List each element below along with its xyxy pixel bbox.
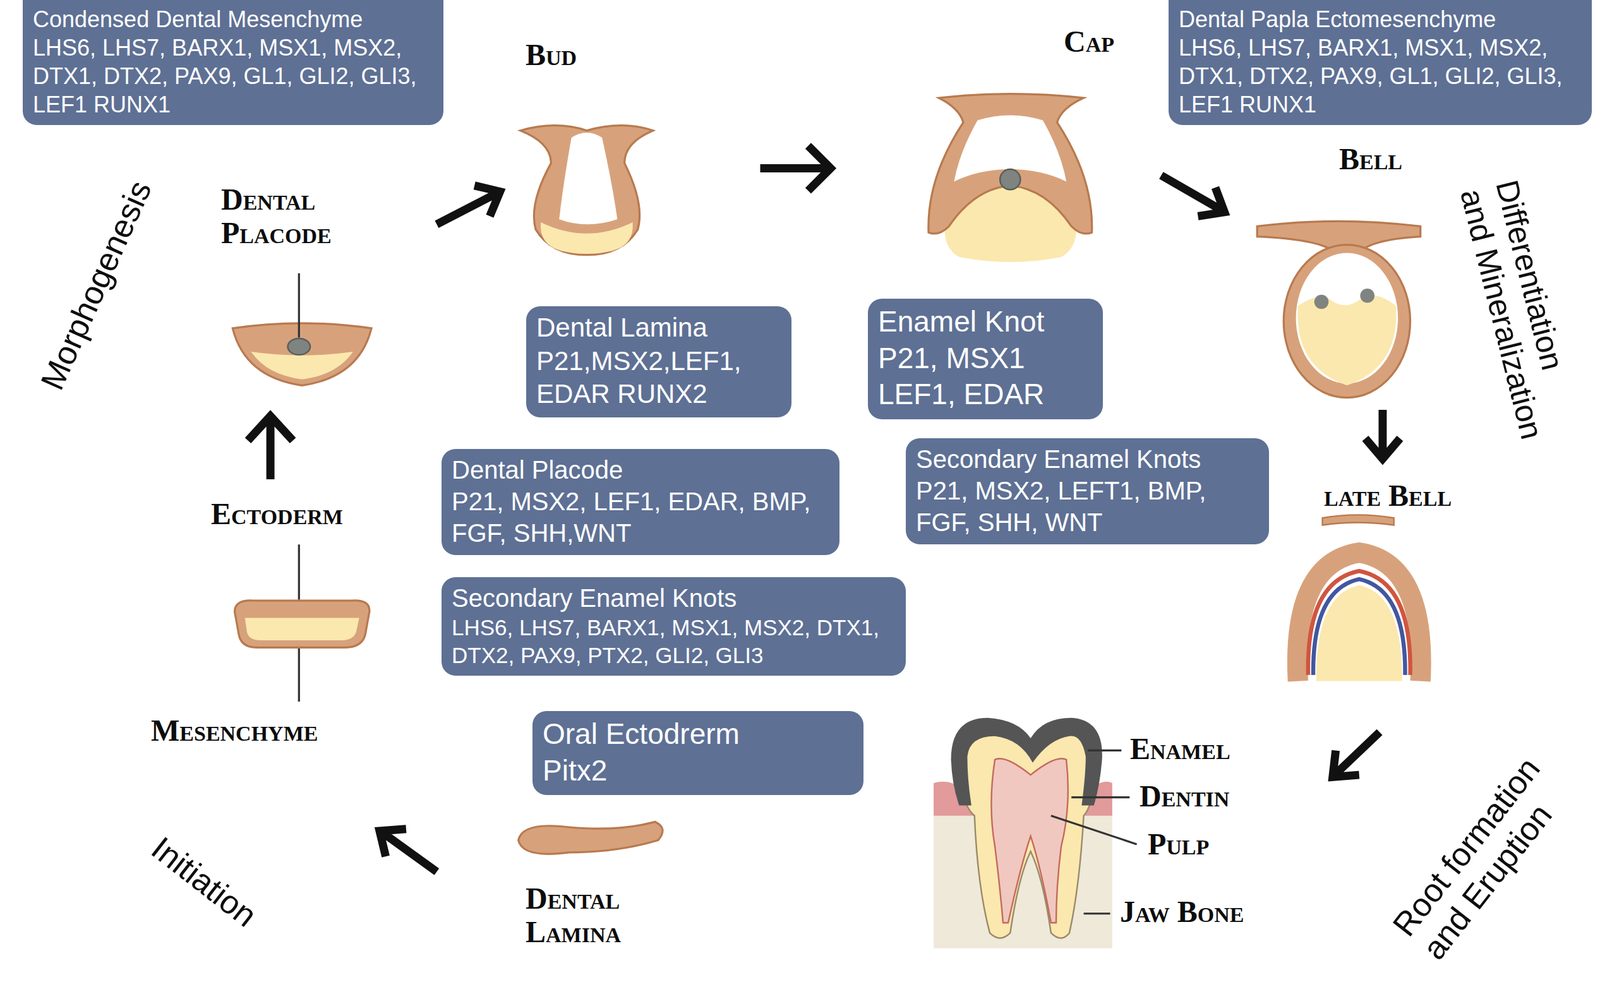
phase-label: Morphogenesis bbox=[33, 174, 160, 396]
box-heading: Oral Ectodrerm bbox=[542, 716, 854, 753]
gene-list: P21, MSX1 LEF1, EDAR bbox=[878, 340, 1093, 414]
tissue-label: Mesenchyme bbox=[150, 714, 318, 748]
secondary-knot-dot bbox=[1359, 288, 1375, 304]
gene-box: Oral EctodrermPitx2 bbox=[532, 711, 864, 796]
box-heading: Dental Papla Ectomesenchyme bbox=[1178, 5, 1582, 34]
part-label: Dentin bbox=[1139, 780, 1230, 814]
box-heading: Dental Placode bbox=[451, 454, 830, 486]
late-bell-illustration bbox=[1297, 552, 1421, 681]
bud-lumen bbox=[559, 132, 618, 225]
bud-illustration bbox=[520, 125, 654, 256]
box-heading: Secondary Enamel Knots bbox=[451, 582, 896, 614]
gene-box: Enamel KnotP21, MSX1 LEF1, EDAR bbox=[867, 298, 1103, 420]
stage-label: late Bell bbox=[1323, 479, 1452, 513]
mesenchyme-illustration bbox=[245, 617, 360, 641]
pulp-illustration bbox=[991, 758, 1068, 923]
part-label: Pulp bbox=[1147, 828, 1210, 862]
signal-center bbox=[288, 338, 311, 355]
gene-list: LHS6, LHS7, BARX1, MSX1, MSX2, DTX1, DTX… bbox=[451, 613, 896, 670]
bell-papilla bbox=[1297, 295, 1396, 386]
gene-box: Condensed Dental MesenchymeLHS6, LHS7, B… bbox=[22, 0, 444, 126]
part-label: Enamel bbox=[1130, 732, 1231, 767]
part-label: Jaw Bone bbox=[1119, 895, 1244, 930]
gene-list: LHS6, LHS7, BARX1, MSX1, MSX2, DTX1, DTX… bbox=[32, 33, 434, 119]
phase-label: Root formation and Eruption bbox=[1385, 751, 1578, 968]
stage-arrows bbox=[248, 145, 1401, 873]
box-heading: Dental Lamina bbox=[536, 311, 782, 345]
stage-label: Bud bbox=[525, 38, 577, 73]
stage-label: Dental Placode bbox=[221, 183, 332, 251]
stage-arrow bbox=[379, 829, 437, 873]
leader-line bbox=[298, 544, 301, 702]
stage-label: Dental Lamina bbox=[525, 882, 621, 950]
enamel-knot-dot bbox=[999, 169, 1021, 190]
dentin-illustration bbox=[953, 721, 1098, 939]
gene-box: Dental LaminaP21,MSX2,LEF1, EDAR RUNX2 bbox=[526, 306, 792, 418]
gene-list: LHS6, LHS7, BARX1, MSX1, MSX2, DTX1, DTX… bbox=[1178, 33, 1582, 119]
gene-list: P21, MSX2, LEFT1, BMP, FGF, SHH, WNT bbox=[915, 475, 1259, 539]
gene-list: P21, MSX2, LEF1, EDAR, BMP, FGF, SHH,WNT bbox=[451, 485, 830, 549]
bell-illustration bbox=[1283, 245, 1410, 398]
stage-arrow bbox=[248, 416, 294, 480]
stage-label: Bell bbox=[1339, 142, 1403, 177]
placode-illustration bbox=[232, 323, 372, 386]
leader-line bbox=[298, 273, 301, 338]
gene-box: Secondary Enamel KnotsLHS6, LHS7, BARX1,… bbox=[441, 577, 906, 676]
placode-mesenchyme bbox=[250, 351, 354, 380]
leader-line bbox=[1051, 750, 1137, 914]
stage-arrow bbox=[1332, 732, 1380, 777]
phase-label: Initiation bbox=[144, 830, 264, 935]
label-line: Lamina bbox=[525, 915, 621, 950]
label-line: Dental bbox=[221, 183, 332, 217]
cap-illustration bbox=[928, 94, 1093, 234]
gene-box: Dental PlacodeP21, MSX2, LEF1, EDAR, BMP… bbox=[441, 449, 840, 556]
tissue-label: Ectoderm bbox=[210, 497, 343, 532]
gene-box: Dental Papla EctomesenchymeLHS6, LHS7, B… bbox=[1168, 0, 1592, 126]
gene-box: Secondary Enamel KnotsP21, MSX2, LEFT1, … bbox=[905, 438, 1270, 545]
bud-mesenchyme bbox=[540, 222, 633, 254]
secondary-knot-dot bbox=[1314, 294, 1330, 310]
box-heading: Condensed Dental Mesenchyme bbox=[32, 5, 434, 34]
label-line: Placode bbox=[221, 216, 332, 251]
stage-arrow bbox=[759, 145, 831, 191]
box-heading: Secondary Enamel Knots bbox=[915, 443, 1259, 476]
box-heading: Enamel Knot bbox=[878, 303, 1093, 341]
late-bell-papilla bbox=[1316, 585, 1403, 682]
phase-label: Differentiation and Mineralization bbox=[1452, 176, 1586, 443]
ectoderm-illustration bbox=[234, 600, 370, 648]
lamina-illustration bbox=[518, 821, 663, 855]
label-line: Dental bbox=[525, 882, 621, 916]
late-bell-lamina bbox=[1322, 514, 1395, 525]
stage-label: Cap bbox=[1063, 25, 1115, 59]
gene-list: P21,MSX2,LEF1, EDAR RUNX2 bbox=[536, 344, 782, 412]
stage-arrow bbox=[1160, 175, 1225, 217]
stage-arrow bbox=[436, 185, 500, 225]
gene-list: Pitx2 bbox=[542, 752, 854, 790]
stage-arrow bbox=[1365, 409, 1400, 460]
